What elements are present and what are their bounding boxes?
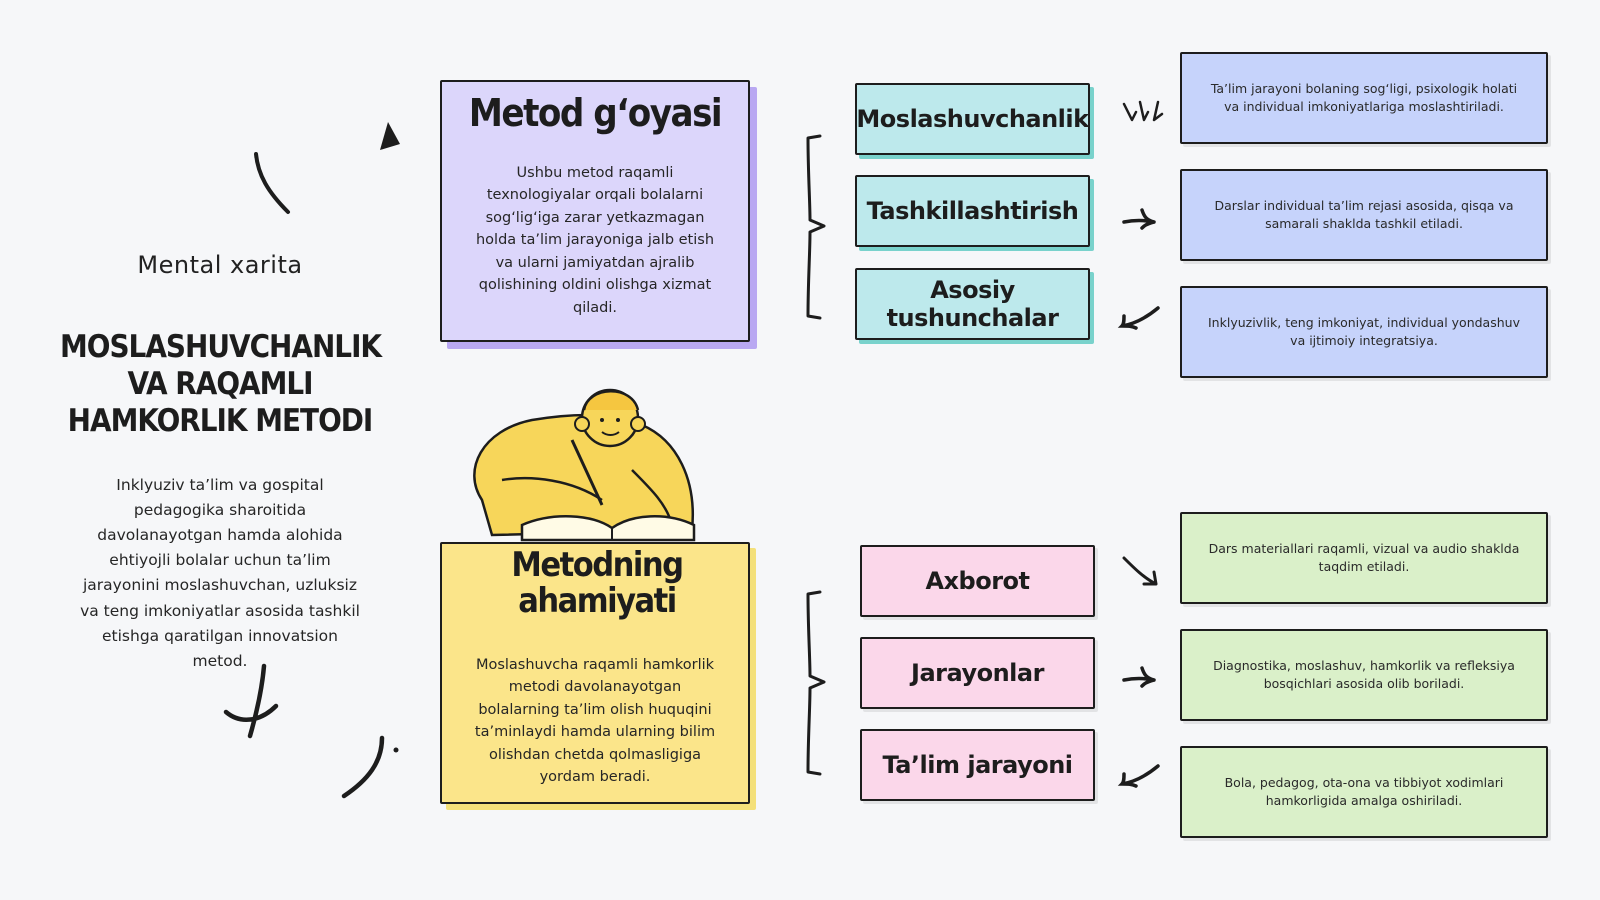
- idea-branch-detail: Ta’lim jarayoni bolaning sog‘ligi, psixo…: [1180, 52, 1548, 144]
- idea-branch-detail-text: Ta’lim jarayoni bolaning sog‘ligi, psixo…: [1210, 80, 1518, 114]
- idea-branch-label-text: Asosiy tushunchalar: [886, 276, 1059, 332]
- page-description: Inklyuziv ta’lim va gospital pedagogika …: [80, 476, 360, 670]
- importance-box: Metodning ahamiyati Moslashuvcha raqamli…: [440, 542, 750, 804]
- arrow-doodle-icon: [1117, 306, 1160, 330]
- arrow-doodle-icon: [1122, 556, 1158, 586]
- curly-brace-icon: [806, 590, 826, 776]
- importance-branch-label-text: Axborot: [925, 567, 1030, 595]
- doodle-stroke-icon: [254, 152, 290, 214]
- idea-branch-detail-text: Inklyuzivlik, teng imkoniyat, individual…: [1208, 314, 1520, 348]
- idea-branch-detail: Inklyuzivlik, teng imkoniyat, individual…: [1180, 286, 1548, 378]
- importance-branch-label: Axborot: [860, 545, 1095, 617]
- idea-title: Metod g‘oyasi: [468, 91, 723, 135]
- importance-branch-detail-text: Dars materiallari raqamli, vizual va aud…: [1208, 540, 1520, 574]
- doodle-triangle-icon: [380, 122, 400, 150]
- doodle-loop-icon: [223, 663, 279, 739]
- idea-text: Ushbu metod raqamli texnologiyalar orqal…: [475, 165, 715, 316]
- idea-branch-label: Asosiy tushunchalar: [855, 268, 1090, 340]
- arrow-doodle-icon: [1122, 666, 1156, 688]
- arrow-doodle-icon: [1122, 100, 1164, 122]
- idea-branch-label: Tashkillashtirish: [855, 175, 1090, 247]
- importance-branch-label-text: Jarayonlar: [911, 659, 1044, 687]
- idea-box: Metod g‘oyasi Ushbu metod raqamli texnol…: [440, 80, 750, 342]
- curly-brace-icon: [806, 134, 826, 320]
- page-title: MOSLASHUVCHANLIK VA RAQAMLI HAMKORLIK ME…: [60, 329, 382, 440]
- idea-branch-detail-text: Darslar individual ta’lim rejasi asosida…: [1214, 197, 1514, 231]
- student-reading-illustration: [473, 388, 696, 542]
- importance-branch-detail: Bola, pedagog, ota-ona va tibbiyot xodim…: [1180, 746, 1548, 838]
- page-subtitle: Mental xarita: [137, 251, 303, 279]
- arrow-doodle-icon: [1117, 764, 1160, 788]
- importance-branch-detail-text: Diagnostika, moslashuv, hamkorlik va ref…: [1213, 657, 1515, 691]
- importance-text: Moslashuvcha raqamli hamkorlik metodi da…: [474, 657, 716, 786]
- idea-branch-detail: Darslar individual ta’lim rejasi asosida…: [1180, 169, 1548, 261]
- arrow-doodle-icon: [1122, 208, 1156, 230]
- idea-branch-label-text: Tashkillashtirish: [866, 197, 1079, 225]
- importance-branch-label-text: Ta’lim jarayoni: [882, 751, 1073, 779]
- doodle-arc-icon: [341, 735, 399, 799]
- importance-branch-detail: Dars materiallari raqamli, vizual va aud…: [1180, 512, 1548, 604]
- idea-branch-label-text: Moslashuvchanlik: [856, 105, 1089, 133]
- importance-title: Metodning ahamiyati: [511, 545, 684, 621]
- importance-branch-detail-text: Bola, pedagog, ota-ona va tibbiyot xodim…: [1224, 774, 1504, 808]
- importance-branch-label: Jarayonlar: [860, 637, 1095, 709]
- importance-branch-detail: Diagnostika, moslashuv, hamkorlik va ref…: [1180, 629, 1548, 721]
- importance-branch-label: Ta’lim jarayoni: [860, 729, 1095, 801]
- idea-branch-label: Moslashuvchanlik: [855, 83, 1090, 155]
- left-panel: Mental xarita MOSLASHUVCHANLIK VA RAQAML…: [60, 245, 382, 695]
